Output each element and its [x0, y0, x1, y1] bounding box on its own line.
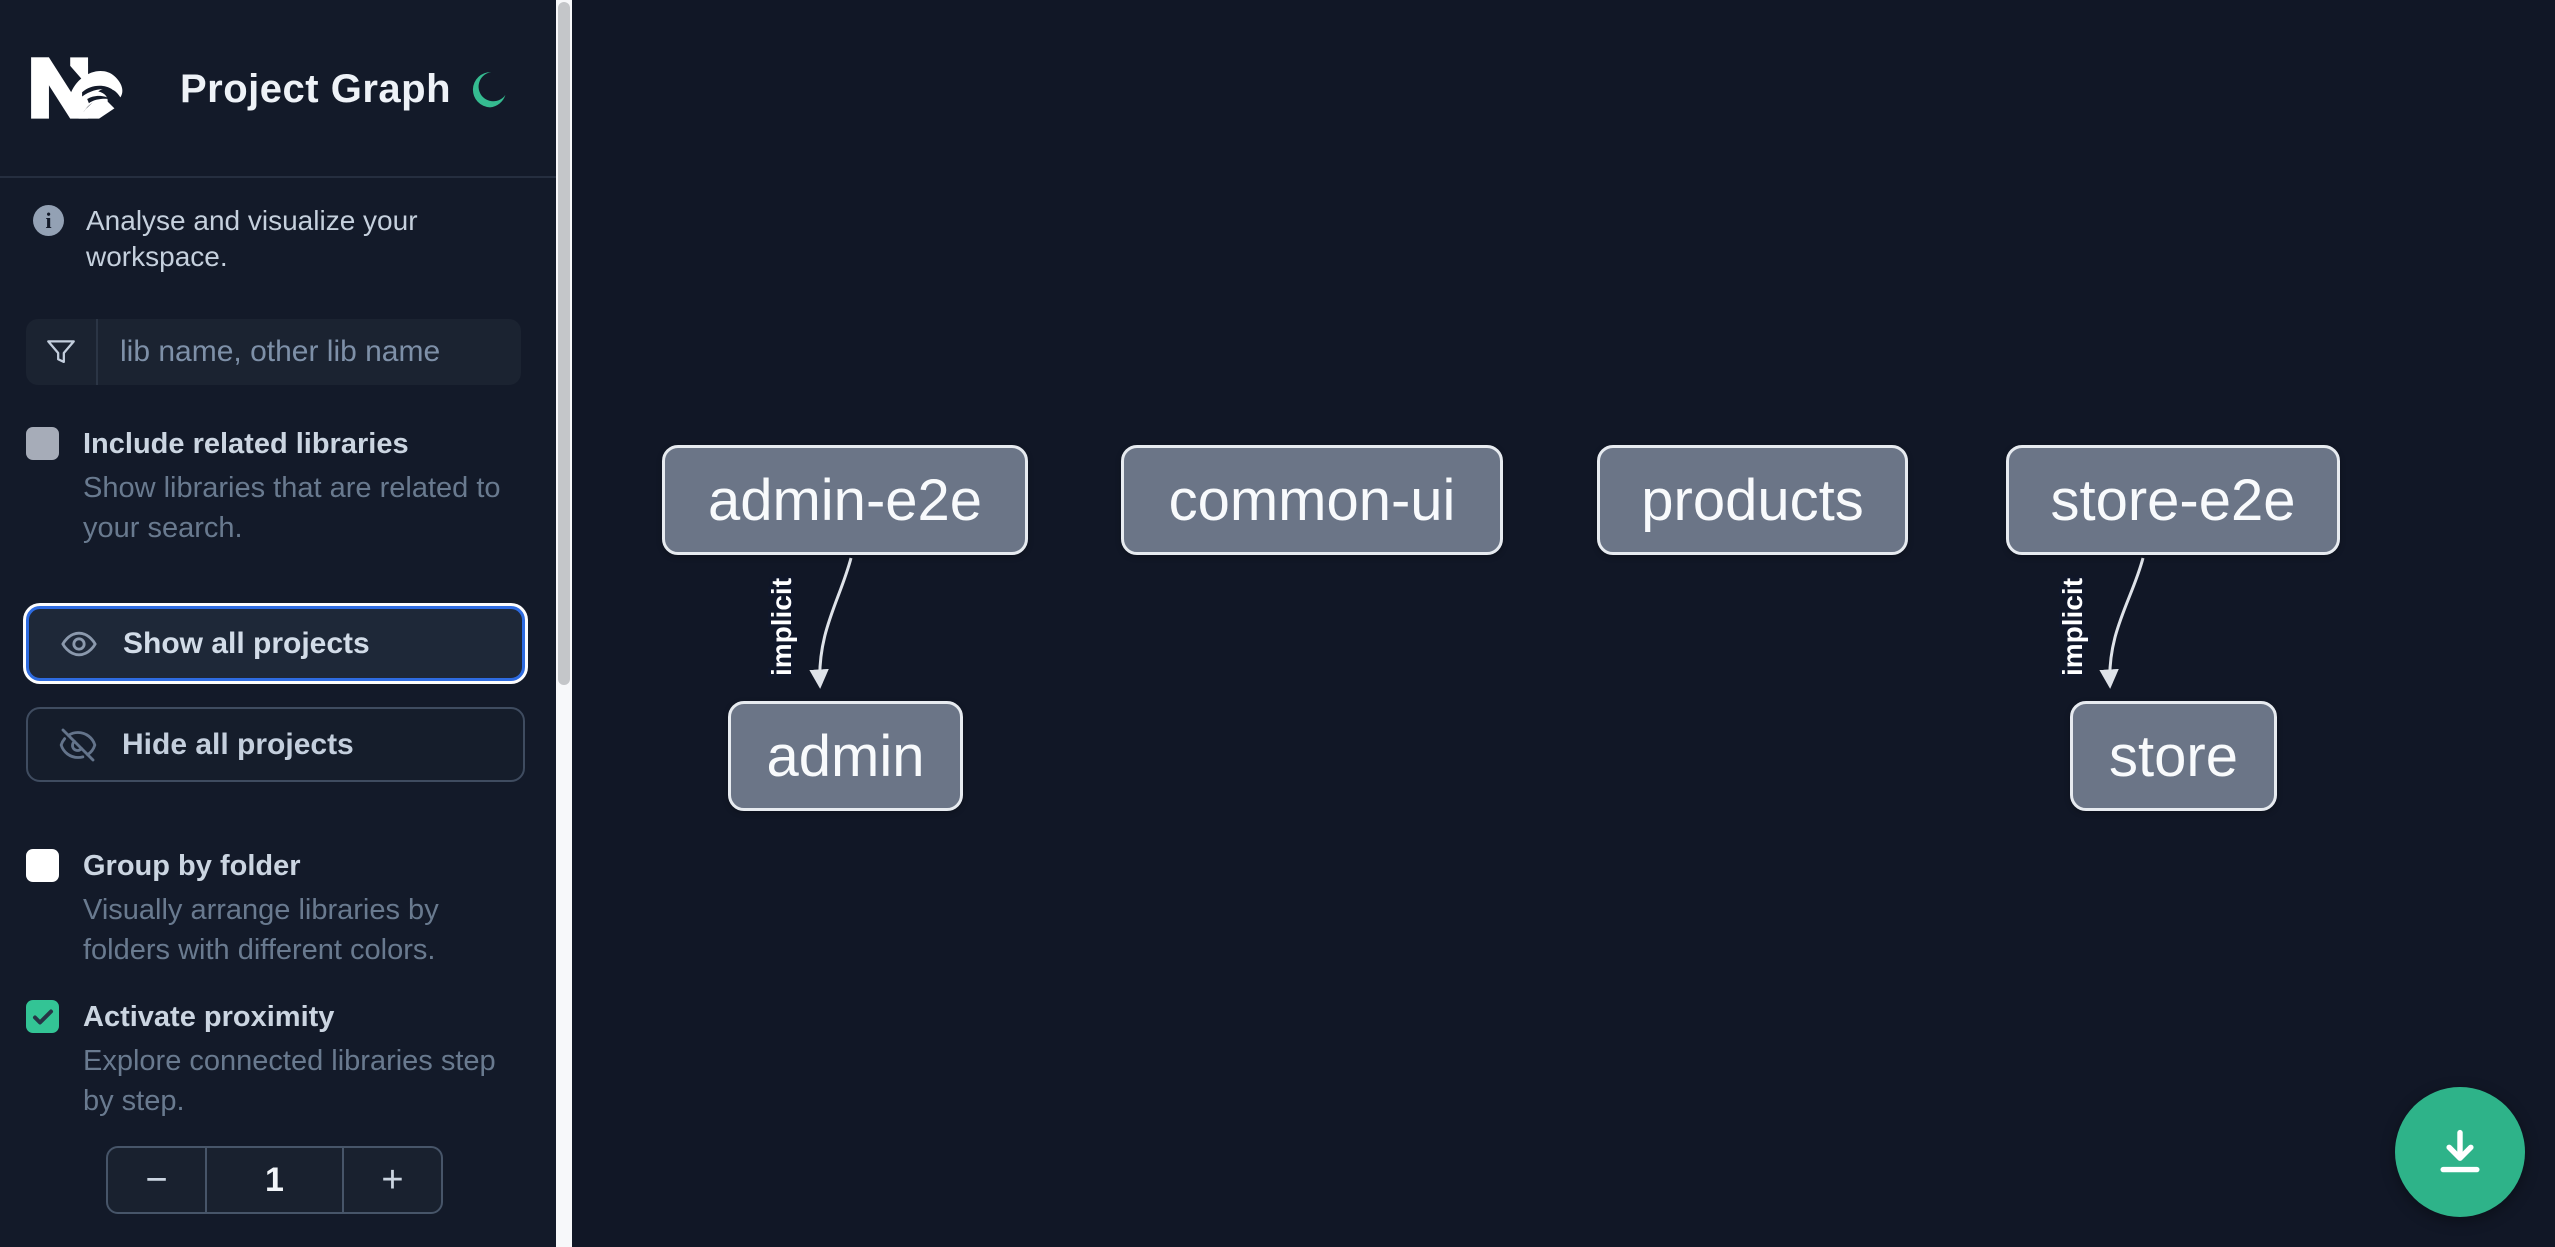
group-by-folder-checkbox[interactable]	[26, 849, 59, 882]
include-related-description: Show libraries that are related to your …	[83, 472, 501, 544]
node-admin-e2e[interactable]: admin-e2e	[662, 445, 1028, 555]
activate-proximity-description: Explore connected libraries step by step…	[83, 1045, 496, 1117]
include-related-label[interactable]: Include related libraries	[83, 428, 409, 460]
increment-button[interactable]: +	[342, 1148, 441, 1212]
theme-toggle-button[interactable]	[466, 66, 514, 114]
hide-all-projects-label: Hide all projects	[122, 727, 354, 761]
funnel-filter-icon	[26, 319, 98, 385]
sidebar-scrollbar-track[interactable]	[556, 0, 572, 1247]
workspace-tagline: i Analyse and visualize your workspace.	[33, 203, 533, 275]
option-include-related-libraries: Include related libraries Show libraries…	[26, 425, 526, 548]
check-icon	[26, 1000, 59, 1033]
sidebar: Project Graph i Analyse and visualize yo…	[0, 0, 556, 1247]
library-filter-box	[26, 319, 521, 385]
sidebar-header: Project Graph	[0, 0, 556, 178]
node-admin[interactable]: admin	[728, 701, 963, 811]
tagline-text: Analyse and visualize your workspace.	[86, 205, 418, 272]
download-icon	[2440, 1129, 2480, 1173]
node-store-e2e[interactable]: store-e2e	[2006, 445, 2340, 555]
proximity-depth-stepper: − 1 +	[106, 1146, 443, 1214]
eye-slash-icon	[59, 728, 97, 761]
page-title: Project Graph	[180, 66, 452, 111]
eye-icon	[61, 631, 97, 656]
library-filter-input[interactable]	[98, 319, 521, 385]
group-by-folder-description: Visually arrange libraries by folders wi…	[83, 894, 439, 966]
include-related-checkbox[interactable]	[26, 427, 59, 460]
node-common-ui[interactable]: common-ui	[1121, 445, 1503, 555]
moon-icon	[472, 71, 506, 107]
show-all-projects-label: Show all projects	[123, 626, 370, 660]
sidebar-scrollbar-thumb[interactable]	[558, 2, 570, 685]
option-activate-proximity: Activate proximity Explore connected lib…	[26, 998, 526, 1121]
download-graph-button[interactable]	[2395, 1087, 2525, 1217]
proximity-depth-value: 1	[265, 1160, 284, 1199]
project-graph-canvas[interactable]	[572, 0, 2555, 1247]
node-products[interactable]: products	[1597, 445, 1908, 555]
option-group-by-folder: Group by folder Visually arrange librari…	[26, 847, 526, 970]
hide-all-projects-button[interactable]: Hide all projects	[26, 707, 525, 782]
nx-logo-icon	[31, 57, 123, 119]
decrement-button[interactable]: −	[108, 1148, 207, 1212]
node-store[interactable]: store	[2070, 701, 2277, 811]
info-circle-icon: i	[33, 205, 64, 236]
activate-proximity-label[interactable]: Activate proximity	[83, 1001, 335, 1033]
show-all-projects-button[interactable]: Show all projects	[26, 606, 525, 681]
activate-proximity-checkbox[interactable]	[26, 1000, 59, 1033]
group-by-folder-label[interactable]: Group by folder	[83, 850, 301, 882]
